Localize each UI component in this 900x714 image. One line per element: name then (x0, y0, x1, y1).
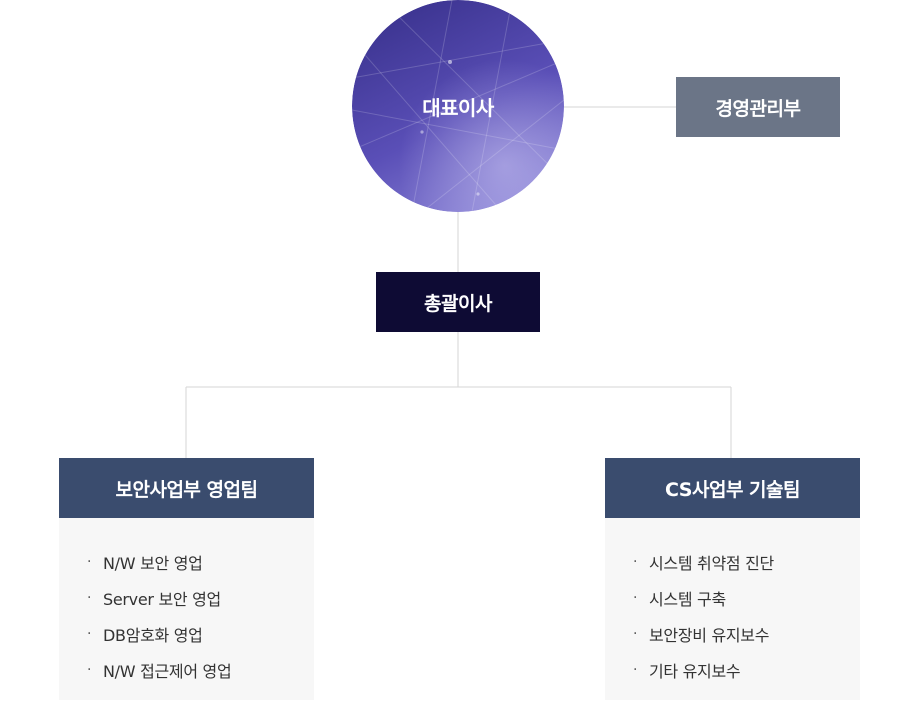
cs-tech-team-duties: · 시스템 취약점 진단 · 시스템 구축 · 보안장비 유지보수 · 기타 유… (605, 518, 860, 700)
bullet-icon: · (87, 554, 92, 570)
duty-list: · N/W 보안 영업 · Server 보안 영업 · DB암호화 영업 · … (87, 544, 314, 688)
bullet-icon: · (633, 662, 638, 678)
bullet-icon: · (633, 554, 638, 570)
general-director-box: 총괄이사 (376, 272, 540, 332)
security-sales-team-box: 보안사업부 영업팀 (59, 458, 314, 518)
duty-text: 보안장비 유지보수 (649, 626, 770, 645)
bullet-icon: · (633, 590, 638, 606)
management-dept-box: 경영관리부 (676, 77, 840, 137)
cs-tech-team-box: CS사업부 기술팀 (605, 458, 860, 518)
duty-item: · DB암호화 영업 (87, 616, 314, 652)
duty-text: Server 보안 영업 (103, 590, 221, 609)
duty-text: DB암호화 영업 (103, 626, 203, 645)
security-sales-team-duties: · N/W 보안 영업 · Server 보안 영업 · DB암호화 영업 · … (59, 518, 314, 700)
bullet-icon: · (87, 590, 92, 606)
duty-text: 기타 유지보수 (649, 662, 741, 681)
duty-text: N/W 보안 영업 (103, 554, 203, 573)
duty-text: 시스템 취약점 진단 (649, 554, 774, 573)
duty-list: · 시스템 취약점 진단 · 시스템 구축 · 보안장비 유지보수 · 기타 유… (633, 544, 860, 688)
duty-item: · Server 보안 영업 (87, 580, 314, 616)
bullet-icon: · (87, 662, 92, 678)
duty-item: · 시스템 구축 (633, 580, 860, 616)
duty-text: N/W 접근제어 영업 (103, 662, 232, 681)
bullet-icon: · (87, 626, 92, 642)
ceo-label: 대표이사 (422, 95, 494, 120)
ceo-node: 대표이사 (352, 0, 564, 212)
duty-item: · N/W 접근제어 영업 (87, 652, 314, 688)
bullet-icon: · (633, 626, 638, 642)
duty-item: · 기타 유지보수 (633, 652, 860, 688)
ceo-circle-background (352, 0, 564, 212)
duty-text: 시스템 구축 (649, 590, 726, 609)
duty-item: · N/W 보안 영업 (87, 544, 314, 580)
duty-item: · 보안장비 유지보수 (633, 616, 860, 652)
duty-item: · 시스템 취약점 진단 (633, 544, 860, 580)
